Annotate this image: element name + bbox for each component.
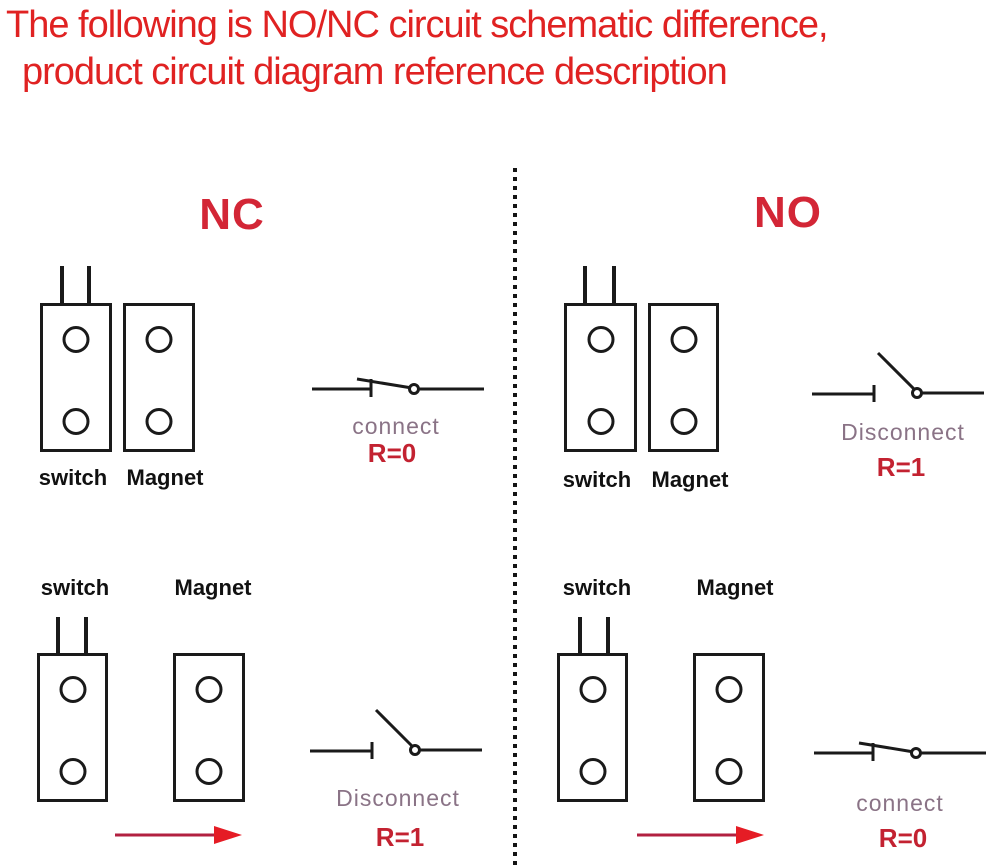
mounting-hole (59, 758, 86, 785)
mounting-hole (587, 408, 614, 435)
mounting-hole (715, 676, 743, 703)
motion-arrow-icon (115, 826, 242, 844)
switch-lead-wire (583, 266, 587, 304)
magnet-body (173, 653, 245, 802)
title-line-1: The following is NO/NC circuit schematic… (6, 4, 829, 46)
reed-switch-body (564, 303, 637, 452)
nc-section-heading: NC (199, 190, 265, 239)
mounting-hole (62, 408, 90, 435)
mounting-hole (715, 758, 743, 785)
resistance-value: R=1 (375, 822, 425, 852)
mounting-hole (195, 758, 223, 785)
mounting-hole (145, 326, 173, 353)
mounting-hole (587, 326, 614, 353)
resistance-value: R=0 (878, 823, 928, 853)
state-label: connect (856, 790, 944, 816)
switch-lead-wire (612, 266, 616, 304)
magnet-label: Magnet (174, 575, 252, 600)
switch-lead-wire (578, 617, 582, 654)
closed-switch-icon (312, 377, 484, 397)
switch-lead-wire (56, 617, 60, 654)
state-label: Disconnect (841, 419, 965, 445)
switch-lead-wire (87, 266, 91, 304)
resistance-value: R=0 (367, 438, 417, 468)
title-line-2: product circuit diagram reference descri… (22, 51, 728, 93)
dotted-divider-line (513, 168, 517, 867)
switch-label: switch (40, 575, 110, 600)
no-section-heading: NO (754, 188, 822, 237)
reed-switch-body (40, 303, 112, 452)
reed-switch-body (557, 653, 628, 802)
mounting-hole (145, 408, 173, 435)
mounting-hole (195, 676, 223, 703)
magnet-body (693, 653, 765, 802)
switch-lead-wire (84, 617, 88, 654)
state-label: connect (352, 413, 440, 439)
switch-lead-wire (60, 266, 64, 304)
closed-switch-icon (814, 741, 986, 761)
open-switch-icon (812, 351, 984, 402)
magnet-body (123, 303, 195, 452)
mounting-hole (670, 408, 697, 435)
switch-label: switch (562, 575, 632, 600)
magnet-body (648, 303, 719, 452)
magnet-label: Magnet (696, 575, 774, 600)
mounting-hole (62, 326, 90, 353)
mounting-hole (579, 676, 606, 703)
open-switch-icon (310, 708, 482, 759)
magnet-label: Magnet (651, 467, 729, 492)
motion-arrow-icon (637, 826, 764, 844)
switch-label: switch (562, 467, 632, 492)
state-label: Disconnect (336, 785, 460, 811)
mounting-hole (579, 758, 606, 785)
resistance-value: R=1 (876, 452, 926, 482)
page-title: The following is NO/NC circuit schematic… (6, 2, 829, 96)
reed-switch-body (37, 653, 108, 802)
mounting-hole (670, 326, 697, 353)
magnet-label: Magnet (126, 465, 204, 490)
switch-lead-wire (606, 617, 610, 654)
switch-label: switch (38, 465, 108, 490)
mounting-hole (59, 676, 86, 703)
